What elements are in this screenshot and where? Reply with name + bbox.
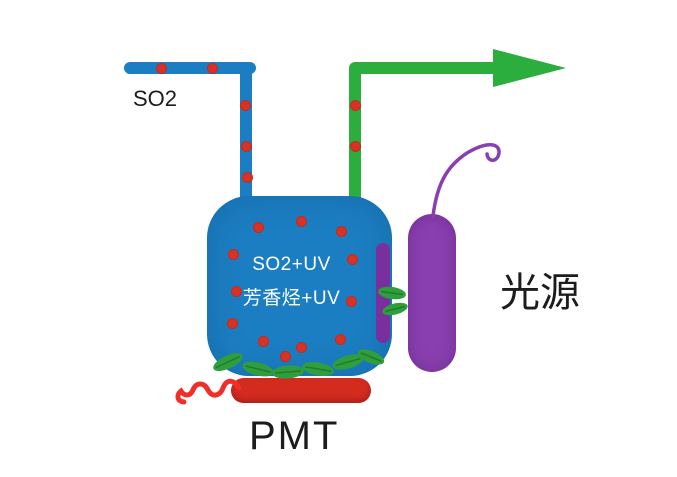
- pmt-label: PMT: [249, 414, 340, 458]
- gas-particle-icon: [346, 296, 357, 307]
- outlet-pipe-horizontal: [349, 62, 499, 74]
- gas-particle-icon: [296, 342, 307, 353]
- gas-particle-icon: [350, 141, 361, 152]
- gas-particle-icon: [227, 318, 238, 329]
- gas-particle-icon: [336, 226, 347, 237]
- gas-particle-icon: [242, 172, 253, 183]
- gas-particle-icon: [231, 286, 242, 297]
- gas-particle-icon: [240, 100, 251, 111]
- so2-inlet-pipe-vertical: [240, 62, 252, 212]
- lamp-wire-icon: [431, 143, 501, 218]
- uv-lamp: [408, 214, 456, 372]
- chamber-reaction-line1: SO2+UV: [252, 254, 331, 275]
- gas-particle-icon: [296, 216, 307, 227]
- pmt-detector: [231, 378, 371, 403]
- gas-particle-icon: [207, 63, 218, 74]
- gas-particle-icon: [350, 100, 361, 111]
- so2-inlet-pipe-horizontal: [124, 62, 256, 74]
- outlet-pipe-vertical: [349, 64, 361, 209]
- uv-window: [376, 243, 390, 343]
- gas-particle-icon: [335, 334, 346, 345]
- pmt-cable-icon: [175, 378, 242, 405]
- so2-label: SO2: [133, 86, 178, 111]
- gas-particle-icon: [258, 336, 269, 347]
- chamber-reaction-label: SO2+UV 芳香烃+UV: [207, 248, 376, 316]
- gas-particle-icon: [280, 351, 291, 362]
- chamber-reaction-line2: 芳香烃+UV: [242, 288, 341, 310]
- light-source-label: 光源: [500, 271, 580, 315]
- gas-particle-icon: [228, 249, 239, 260]
- gas-particle-icon: [347, 254, 358, 265]
- outlet-arrow-icon: [493, 49, 566, 87]
- gas-particle-icon: [253, 222, 264, 233]
- gas-particle-icon: [156, 63, 167, 74]
- gas-particle-icon: [241, 141, 252, 152]
